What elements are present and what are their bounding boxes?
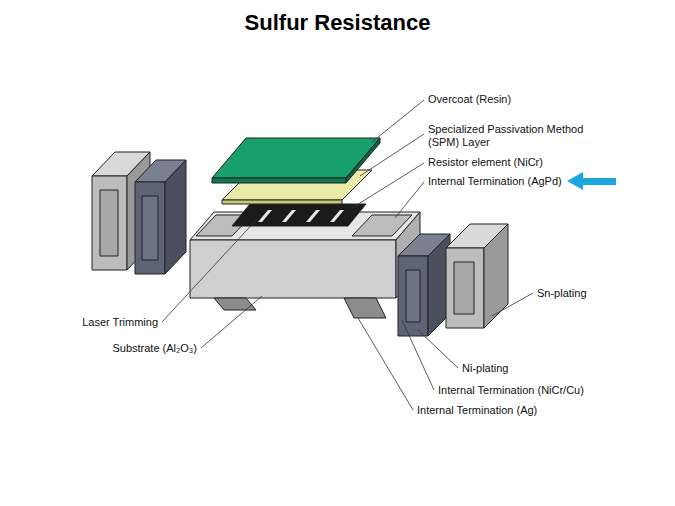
part-label: Ni-plating [461, 362, 509, 375]
sn-cap-notch [100, 190, 118, 256]
substrate-front [190, 240, 396, 298]
leader-line [395, 182, 424, 218]
part-label: Internal Termination (NiCr/Cu) [437, 384, 585, 397]
agpd-termination [352, 215, 412, 236]
leader-line [201, 296, 262, 348]
ni-cap-notch [406, 270, 420, 322]
sn-cap-notch [454, 262, 474, 314]
sn-cap-side [484, 224, 508, 328]
leader-line [358, 318, 413, 410]
ni-cap-front [135, 182, 165, 274]
spm-layer-edge [222, 200, 342, 204]
part-label: Internal Termination (AgPd) [427, 175, 563, 188]
leader-line [418, 330, 458, 368]
leader-line [162, 218, 258, 322]
ag-pad [344, 298, 386, 318]
part-label: Resistor element (NiCr) [427, 156, 544, 169]
part-label: Internal Termination (Ag) [416, 404, 538, 417]
ag-pad [214, 298, 256, 310]
laser-trim-slot [306, 210, 320, 222]
laser-trim-slot [330, 210, 344, 222]
part-label: Specialized Passivation Method (SPM) Lay… [427, 123, 601, 149]
laser-trim-slot [258, 210, 272, 222]
overcoat-edge [212, 178, 346, 183]
ni-cap-front [398, 256, 428, 336]
ni-cap-side [165, 160, 186, 274]
leader-line [372, 100, 424, 142]
sn-cap-front [446, 248, 484, 328]
slide-title: Sulfur Resistance [0, 10, 675, 36]
part-label: Substrate (Al₂O₃) [111, 342, 198, 355]
overcoat-edge [346, 138, 380, 183]
leader-line [402, 320, 434, 390]
part-label: Sn-plating [536, 287, 588, 300]
part-label: Overcoat (Resin) [427, 93, 512, 106]
leader-line [360, 134, 424, 176]
resistor-element [232, 204, 366, 226]
pointer-arrow [567, 172, 616, 190]
leader-line [352, 163, 424, 208]
ni-cap-notch [142, 196, 158, 260]
leader-line [492, 293, 533, 316]
part-label: Laser Trimming [81, 316, 159, 329]
laser-trim-slot [282, 210, 296, 222]
sn-cap-front [92, 176, 127, 270]
